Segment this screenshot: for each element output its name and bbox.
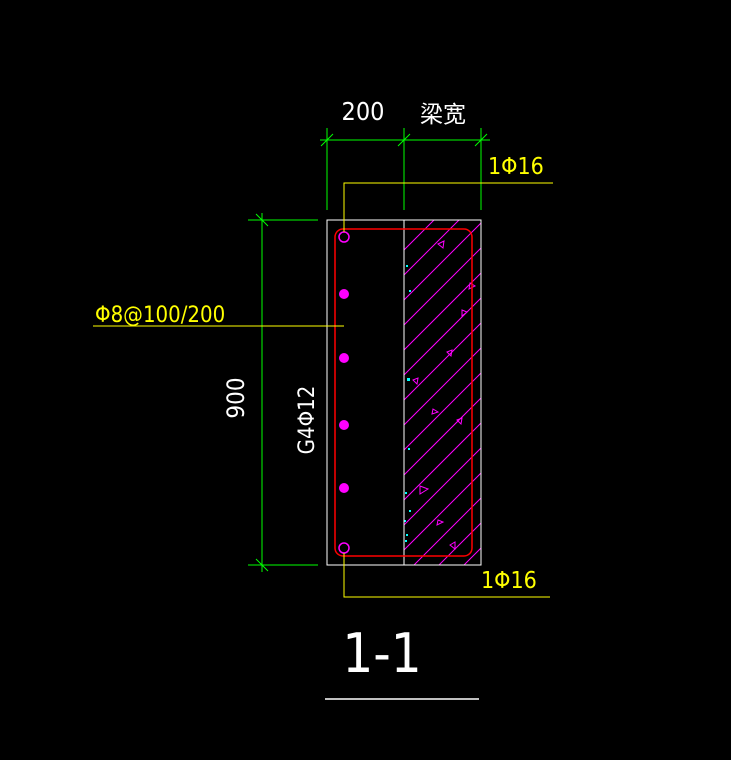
section-outline [326, 219, 482, 566]
stirrup [334, 228, 473, 557]
top-corner-bar [338, 231, 350, 243]
side-bar [339, 353, 349, 363]
side-bars-label: G4Φ12 [295, 386, 320, 455]
bottom-corner-bar [338, 542, 350, 554]
side-bar [339, 483, 349, 493]
side-bar [339, 289, 349, 299]
stirrup-label: Φ8@100/200 [95, 303, 225, 328]
top-bar-label: 1Φ16 [488, 154, 544, 180]
bottom-bar-label: 1Φ16 [481, 568, 537, 594]
section-title: 1-1 [342, 622, 421, 685]
concrete-hatch [404, 220, 481, 565]
rebar-bars [338, 231, 350, 554]
beam-width-label: 梁宽 [420, 102, 466, 128]
dimension-200-label: 200 [342, 97, 385, 126]
leader-lines [93, 182, 553, 598]
side-bar [339, 420, 349, 430]
dimension-lines [248, 128, 490, 572]
dimension-900-label: 900 [222, 377, 250, 418]
